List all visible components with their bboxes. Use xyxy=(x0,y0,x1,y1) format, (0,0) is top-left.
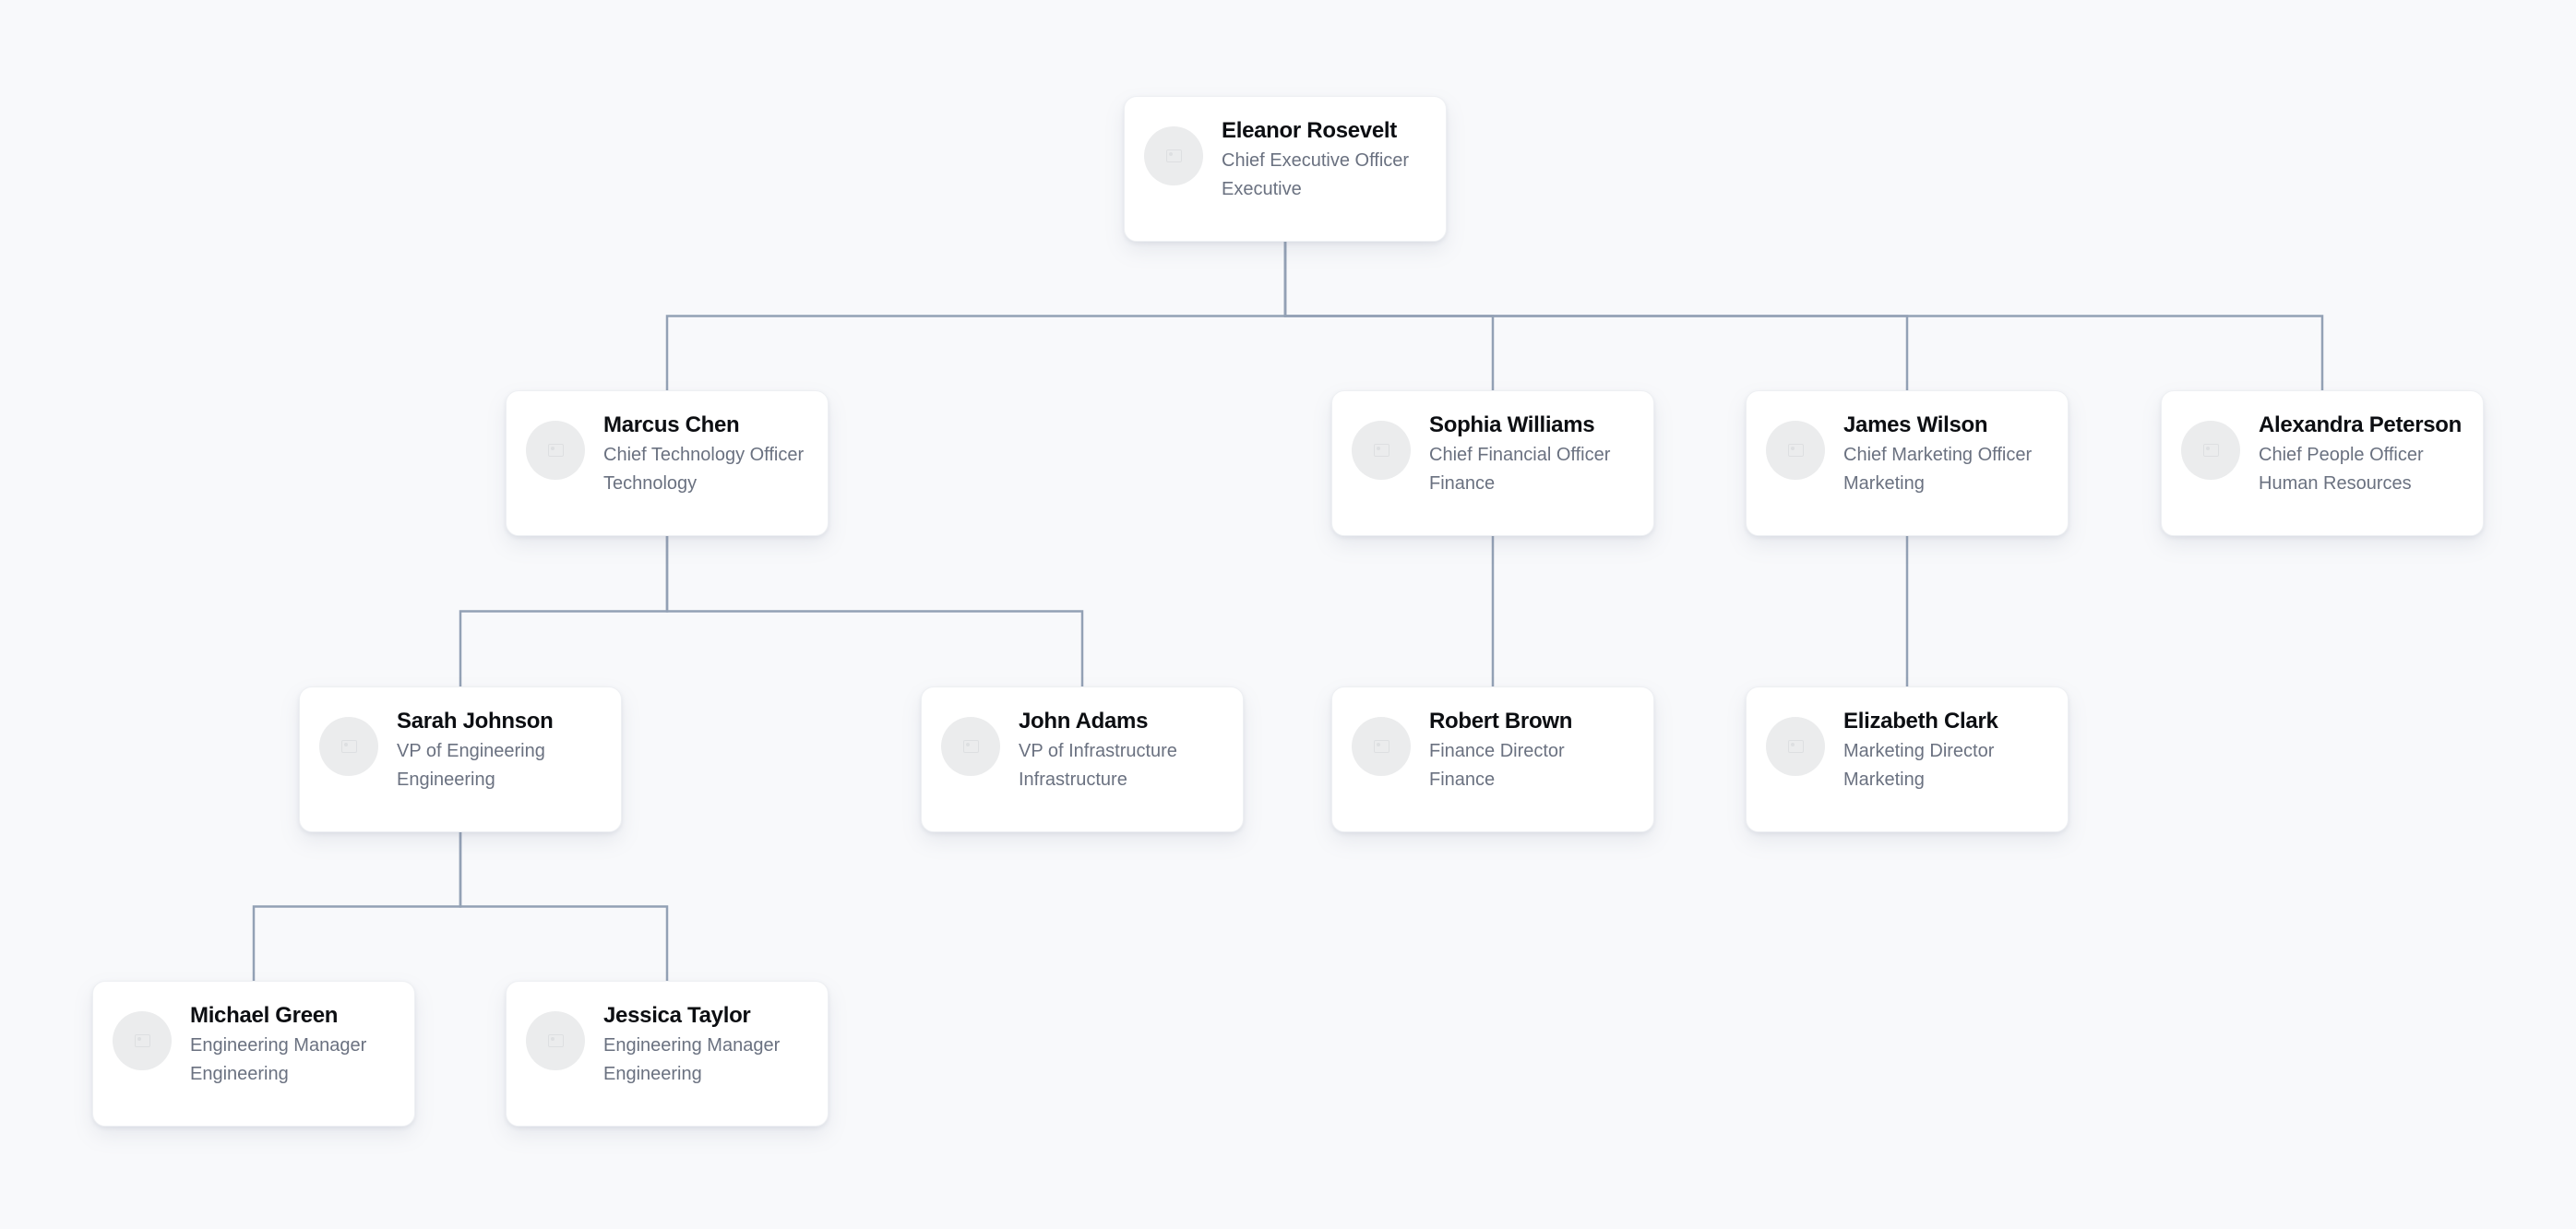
avatar xyxy=(1144,126,1203,185)
person-name: James Wilson xyxy=(1843,412,1988,437)
avatar xyxy=(526,421,585,480)
broken-image-icon xyxy=(2202,444,2219,457)
person-department: Engineering xyxy=(190,1064,289,1084)
person-info: Alexandra Peterson Chief People Officer … xyxy=(2259,411,2462,495)
avatar xyxy=(526,1011,585,1070)
person-name: Sarah Johnson xyxy=(397,709,554,734)
person-name: Jessica Taylor xyxy=(603,1003,751,1028)
person-name: Alexandra Peterson xyxy=(2259,412,2463,437)
person-title: Chief Marketing Officer xyxy=(1843,445,2033,465)
avatar xyxy=(319,717,378,776)
person-title: Finance Director xyxy=(1429,741,1565,761)
person-info: Eleanor Rosevelt Chief Executive Officer… xyxy=(1222,116,1409,200)
broken-image-icon xyxy=(134,1034,150,1047)
person-department: Technology xyxy=(603,473,698,494)
person-department: Marketing xyxy=(1843,473,1925,494)
avatar xyxy=(2181,421,2240,480)
person-info: Robert Brown Finance Director Finance xyxy=(1429,707,1572,791)
org-node-alexandra-peterson[interactable]: Alexandra Peterson Chief People Officer … xyxy=(2161,390,2484,536)
person-title: Chief Technology Officer xyxy=(603,445,805,465)
org-node-james-wilson[interactable]: James Wilson Chief Marketing Officer Mar… xyxy=(1746,390,2069,536)
broken-image-icon xyxy=(962,740,979,753)
avatar xyxy=(1352,421,1411,480)
broken-image-icon xyxy=(1787,740,1804,753)
connector-edge-sarah-johnson xyxy=(459,536,669,686)
broken-image-icon xyxy=(547,1034,564,1047)
broken-image-icon xyxy=(340,740,357,753)
avatar xyxy=(1352,717,1411,776)
broken-image-icon xyxy=(1787,444,1804,457)
connector-edge-michael-green xyxy=(252,832,462,981)
broken-image-icon xyxy=(1165,149,1182,162)
person-info: Sarah Johnson VP of Engineering Engineer… xyxy=(397,707,554,791)
org-node-sophia-williams[interactable]: Sophia Williams Chief Financial Officer … xyxy=(1331,390,1654,536)
person-name: Marcus Chen xyxy=(603,412,740,437)
person-name: Sophia Williams xyxy=(1429,412,1595,437)
person-info: Jessica Taylor Engineering Manager Engin… xyxy=(603,1001,780,1085)
person-department: Finance xyxy=(1429,473,1496,494)
broken-image-icon xyxy=(547,444,564,457)
org-node-jessica-taylor[interactable]: Jessica Taylor Engineering Manager Engin… xyxy=(506,981,829,1127)
org-node-michael-green[interactable]: Michael Green Engineering Manager Engine… xyxy=(92,981,415,1127)
avatar xyxy=(1766,421,1825,480)
person-department: Engineering xyxy=(603,1064,702,1084)
person-department: Engineering xyxy=(397,770,495,790)
person-department: Marketing xyxy=(1843,770,1925,790)
person-title: Engineering Manager xyxy=(603,1035,781,1056)
connector-edge-jessica-taylor xyxy=(459,832,669,981)
person-title: Chief Financial Officer xyxy=(1429,445,1611,465)
connector-edge-john-adams xyxy=(665,536,1084,686)
org-node-elizabeth-clark[interactable]: Elizabeth Clark Marketing Director Marke… xyxy=(1746,686,2069,832)
person-department: Human Resources xyxy=(2259,473,2412,494)
connector-edge-marcus-chen xyxy=(665,242,1287,390)
person-title: Chief People Officer xyxy=(2259,445,2424,465)
broken-image-icon xyxy=(1373,444,1389,457)
person-name: Robert Brown xyxy=(1429,709,1573,734)
person-info: John Adams VP of Infrastructure Infrastr… xyxy=(1019,707,1177,791)
person-title: Engineering Manager xyxy=(190,1035,367,1056)
org-node-sarah-johnson[interactable]: Sarah Johnson VP of Engineering Engineer… xyxy=(299,686,622,832)
org-node-john-adams[interactable]: John Adams VP of Infrastructure Infrastr… xyxy=(921,686,1244,832)
person-department: Executive xyxy=(1222,179,1302,199)
person-name: John Adams xyxy=(1019,709,1149,734)
person-title: Marketing Director xyxy=(1843,741,1995,761)
person-info: Elizabeth Clark Marketing Director Marke… xyxy=(1843,707,1998,791)
person-info: Sophia Williams Chief Financial Officer … xyxy=(1429,411,1610,495)
person-title: VP of Engineering xyxy=(397,741,545,761)
person-department: Infrastructure xyxy=(1019,770,1127,790)
person-title: VP of Infrastructure xyxy=(1019,741,1177,761)
person-department: Finance xyxy=(1429,770,1496,790)
person-name: Elizabeth Clark xyxy=(1843,709,1998,734)
avatar xyxy=(941,717,1000,776)
person-info: James Wilson Chief Marketing Officer Mar… xyxy=(1843,411,2032,495)
person-info: Marcus Chen Chief Technology Officer Tec… xyxy=(603,411,804,495)
broken-image-icon xyxy=(1373,740,1389,753)
avatar xyxy=(1766,717,1825,776)
avatar xyxy=(113,1011,172,1070)
person-name: Michael Green xyxy=(190,1003,339,1028)
org-node-marcus-chen[interactable]: Marcus Chen Chief Technology Officer Tec… xyxy=(506,390,829,536)
person-name: Eleanor Rosevelt xyxy=(1222,118,1397,143)
org-node-robert-brown[interactable]: Robert Brown Finance Director Finance xyxy=(1331,686,1654,832)
person-info: Michael Green Engineering Manager Engine… xyxy=(190,1001,366,1085)
connector-edge-alexandra-peterson xyxy=(1283,242,2324,390)
org-node-eleanor-rosevelt[interactable]: Eleanor Rosevelt Chief Executive Officer… xyxy=(1124,96,1447,242)
person-title: Chief Executive Officer xyxy=(1222,150,1410,171)
